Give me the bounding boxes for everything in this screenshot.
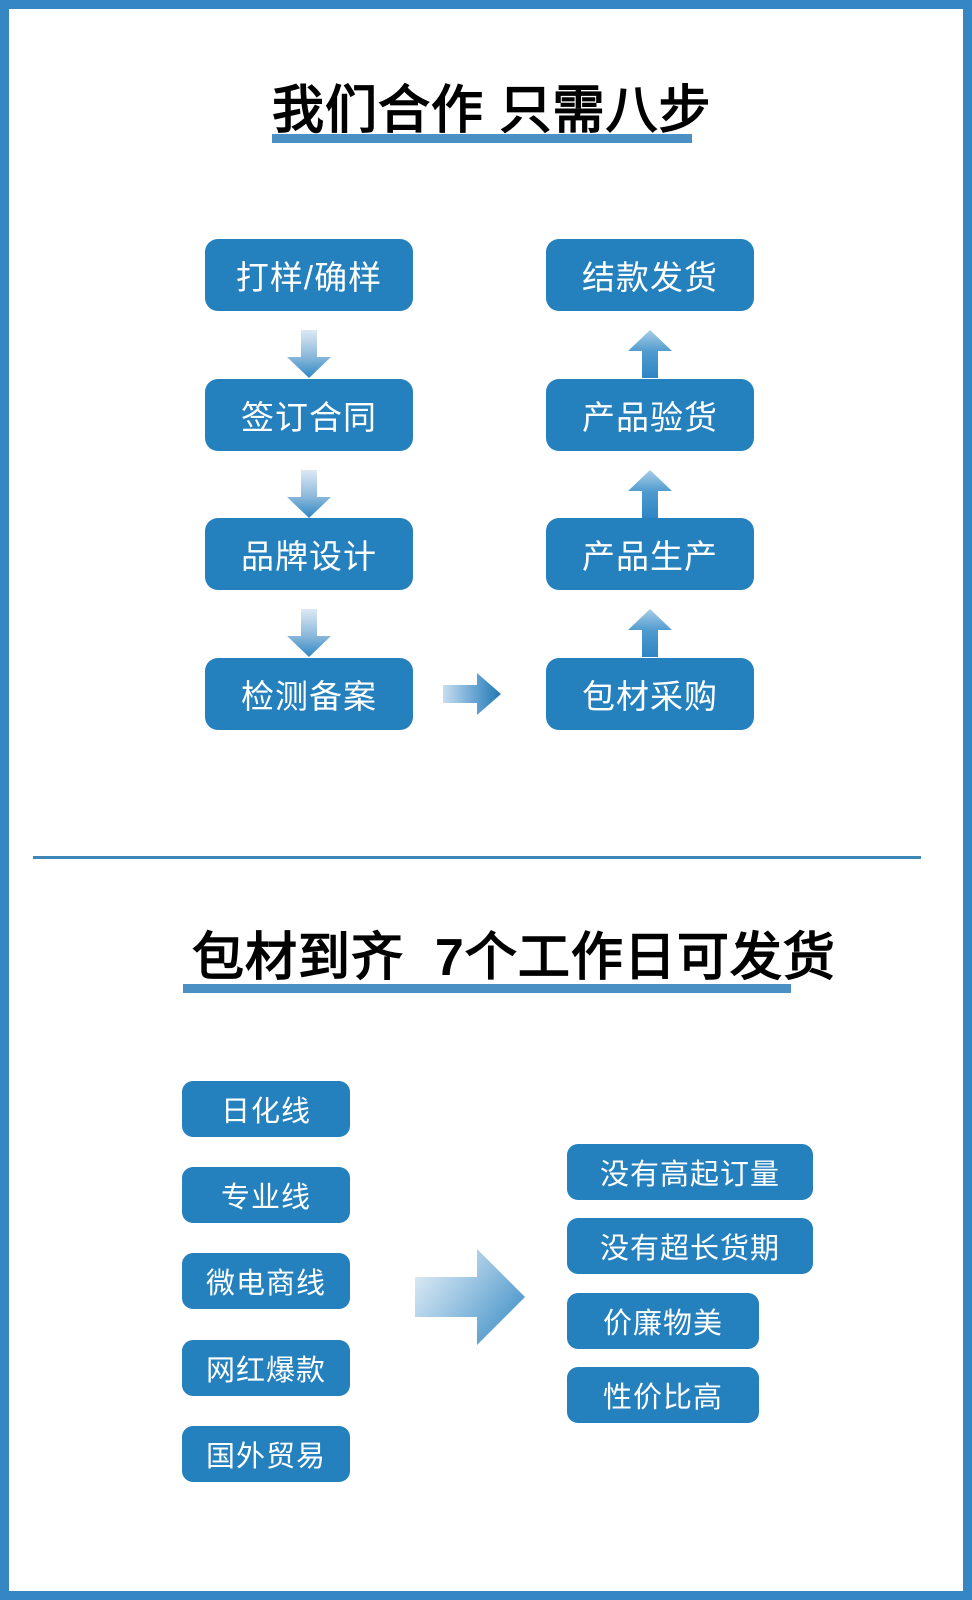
- channel-tag-3-label: 微电商线: [205, 1268, 326, 1300]
- flow-box-left-3[interactable]: 品牌设计: [205, 518, 413, 590]
- flow-box-right-1-label: 结款发货: [582, 259, 718, 296]
- channel-tag-1-label: 日化线: [220, 1096, 311, 1128]
- arrow-down-icon: [287, 609, 331, 657]
- channel-tag-4-label: 网红爆款: [205, 1355, 326, 1387]
- benefit-tag-4[interactable]: 性价比高: [567, 1367, 759, 1423]
- arrow-up-icon: [628, 330, 672, 378]
- flow-box-right-4[interactable]: 包材采购: [546, 658, 754, 730]
- flow-box-left-4-label: 检测备案: [241, 678, 377, 715]
- flow-box-right-3-label: 产品生产: [582, 538, 718, 575]
- section2-title-underline: [183, 984, 791, 993]
- benefit-tag-3[interactable]: 价廉物美: [567, 1293, 759, 1349]
- arrow-up-icon: [628, 609, 672, 657]
- channel-tag-4[interactable]: 网红爆款: [182, 1340, 350, 1396]
- flow-box-left-3-label: 品牌设计: [241, 538, 377, 575]
- section1-title-underline: [272, 134, 692, 143]
- section2-title: 包材到齐 7个工作日可发货: [192, 931, 836, 986]
- benefit-tag-4-label: 性价比高: [602, 1382, 723, 1414]
- benefit-tag-2-label: 没有超长货期: [599, 1233, 780, 1265]
- flow-box-left-2-label: 签订合同: [241, 399, 377, 436]
- flow-box-right-3[interactable]: 产品生产: [546, 518, 754, 590]
- poster-canvas: 我们合作 只需八步 打样/确样 签订合同 品牌设计 检测备案 结款发货 产品验货…: [9, 9, 963, 1591]
- flow-box-left-1[interactable]: 打样/确样: [205, 239, 413, 311]
- channel-tag-1[interactable]: 日化线: [182, 1081, 350, 1137]
- flow-box-right-4-label: 包材采购: [582, 678, 718, 715]
- arrow-down-icon: [287, 330, 331, 378]
- flow-box-right-1[interactable]: 结款发货: [546, 239, 754, 311]
- benefit-tag-3-label: 价廉物美: [602, 1308, 723, 1340]
- channel-tag-3[interactable]: 微电商线: [182, 1253, 350, 1309]
- arrow-down-icon: [287, 470, 331, 518]
- channel-tag-2[interactable]: 专业线: [182, 1167, 350, 1223]
- channel-tag-2-label: 专业线: [220, 1182, 311, 1214]
- section2-title-text: 包材到齐 7个工作日可发货: [192, 929, 836, 987]
- flow-box-left-1-label: 打样/确样: [235, 259, 383, 296]
- flow-box-right-2[interactable]: 产品验货: [546, 379, 754, 451]
- channel-tag-5-label: 国外贸易: [205, 1441, 326, 1473]
- section1-title-text: 我们合作 只需八步: [272, 82, 712, 140]
- channel-tag-5[interactable]: 国外贸易: [182, 1426, 350, 1482]
- flow-box-left-2[interactable]: 签订合同: [205, 379, 413, 451]
- benefit-tag-2[interactable]: 没有超长货期: [567, 1218, 813, 1274]
- benefit-tag-1[interactable]: 没有高起订量: [567, 1144, 813, 1200]
- benefit-tag-1-label: 没有高起订量: [599, 1159, 780, 1191]
- arrow-up-icon: [628, 470, 672, 518]
- arrow-right-icon: [415, 1249, 525, 1345]
- flow-box-right-2-label: 产品验货: [582, 399, 718, 436]
- section-divider: [33, 856, 921, 859]
- flow-box-left-4[interactable]: 检测备案: [205, 658, 413, 730]
- arrow-right-icon: [443, 673, 501, 715]
- section1-title: 我们合作 只需八步: [272, 84, 711, 139]
